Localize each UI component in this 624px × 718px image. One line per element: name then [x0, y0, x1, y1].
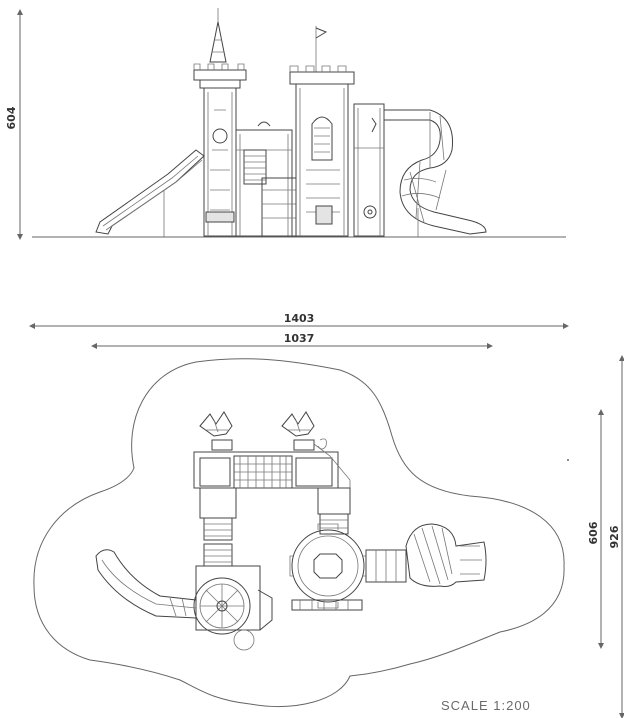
side-tower	[353, 103, 385, 237]
left-slide	[95, 149, 205, 237]
overall-length-label: 1403	[284, 312, 315, 325]
plan-view: 1403 1037 606 926	[29, 312, 624, 718]
right-deck-column	[317, 487, 351, 535]
middle-bridge	[235, 121, 297, 237]
top-deck-row	[193, 443, 351, 500]
dragon-decor-right	[281, 411, 327, 451]
left-deck-column	[199, 487, 237, 567]
height-dimension-label: 604	[5, 106, 18, 129]
bottom-deck	[291, 599, 363, 611]
dragon-decor-left	[199, 411, 233, 451]
elevation-view: 604	[5, 8, 566, 240]
scale-label: SCALE 1:200	[441, 698, 531, 713]
spiral-slide	[383, 109, 487, 237]
overall-depth-label: 926	[608, 525, 621, 548]
right-tower	[289, 26, 355, 237]
tube-connector	[365, 549, 407, 583]
stray-mark	[567, 459, 569, 461]
structure-depth-label: 606	[587, 521, 600, 544]
safety-zone-outline	[33, 358, 565, 707]
round-turret	[193, 565, 273, 651]
octagon-tower	[289, 523, 367, 609]
curved-slide-plan	[95, 549, 197, 619]
structure-length-label: 1037	[284, 332, 315, 345]
spiral-slide-plan	[405, 523, 487, 587]
left-tower	[193, 8, 247, 237]
